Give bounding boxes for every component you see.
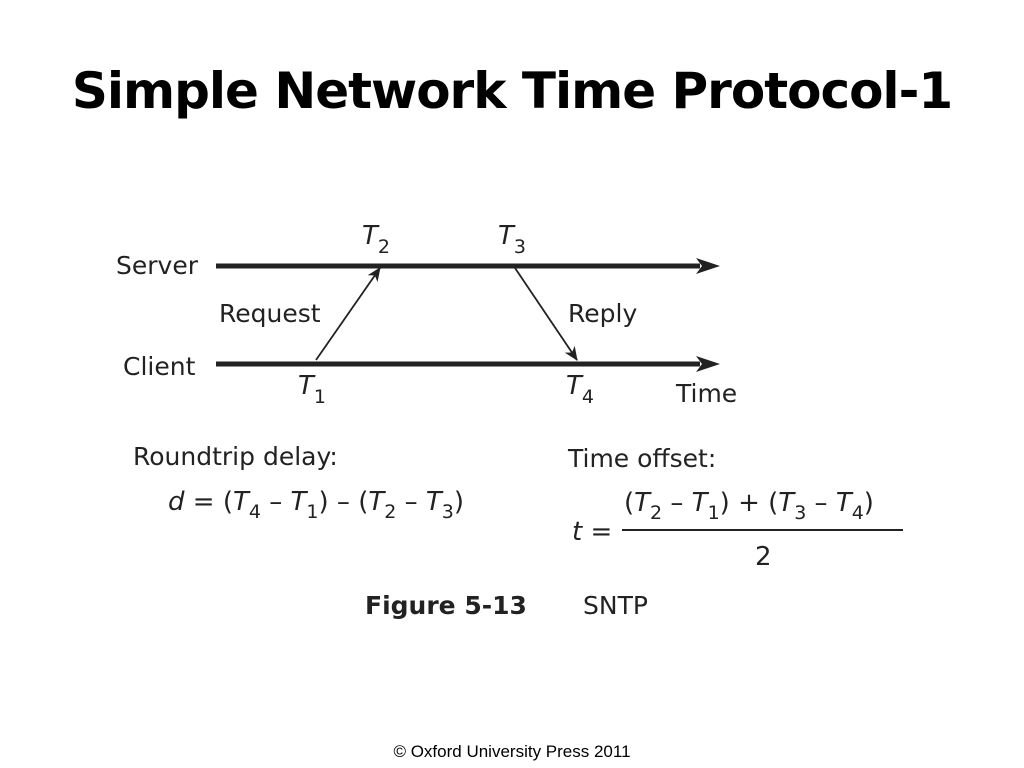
offset-lhs: t = [572,517,612,547]
server-arrowhead [696,258,720,274]
t4-label: T4 [566,371,594,408]
request-arrow [315,267,381,361]
offset-label: Time offset: [567,444,716,473]
server-timeline [216,258,720,274]
reply-label: Reply [568,299,637,328]
roundtrip-label: Roundtrip delay: [133,442,338,471]
request-label: Request [219,299,321,328]
figure-name: SNTP [583,591,648,620]
t3-label: T3 [498,221,526,258]
offset-numerator: (T2 – T1) + (T3 – T4) [624,488,874,524]
t2-label: T2 [362,221,390,258]
roundtrip-formula: d = (T4 – T1) – (T2 – T3) [168,487,464,523]
client-label: Client [123,352,196,381]
server-label: Server [116,251,199,280]
copyright-notice: © Oxford University Press 2011 [393,742,631,761]
time-label: Time [675,379,737,408]
client-arrowhead [696,356,720,372]
slide-title: Simple Network Time Protocol-1 [71,62,953,120]
t1-label: T1 [298,371,326,408]
figure-number: Figure 5-13 [365,591,527,620]
reply-arrow [514,267,578,361]
offset-denominator: 2 [755,542,772,572]
client-timeline [216,356,720,372]
